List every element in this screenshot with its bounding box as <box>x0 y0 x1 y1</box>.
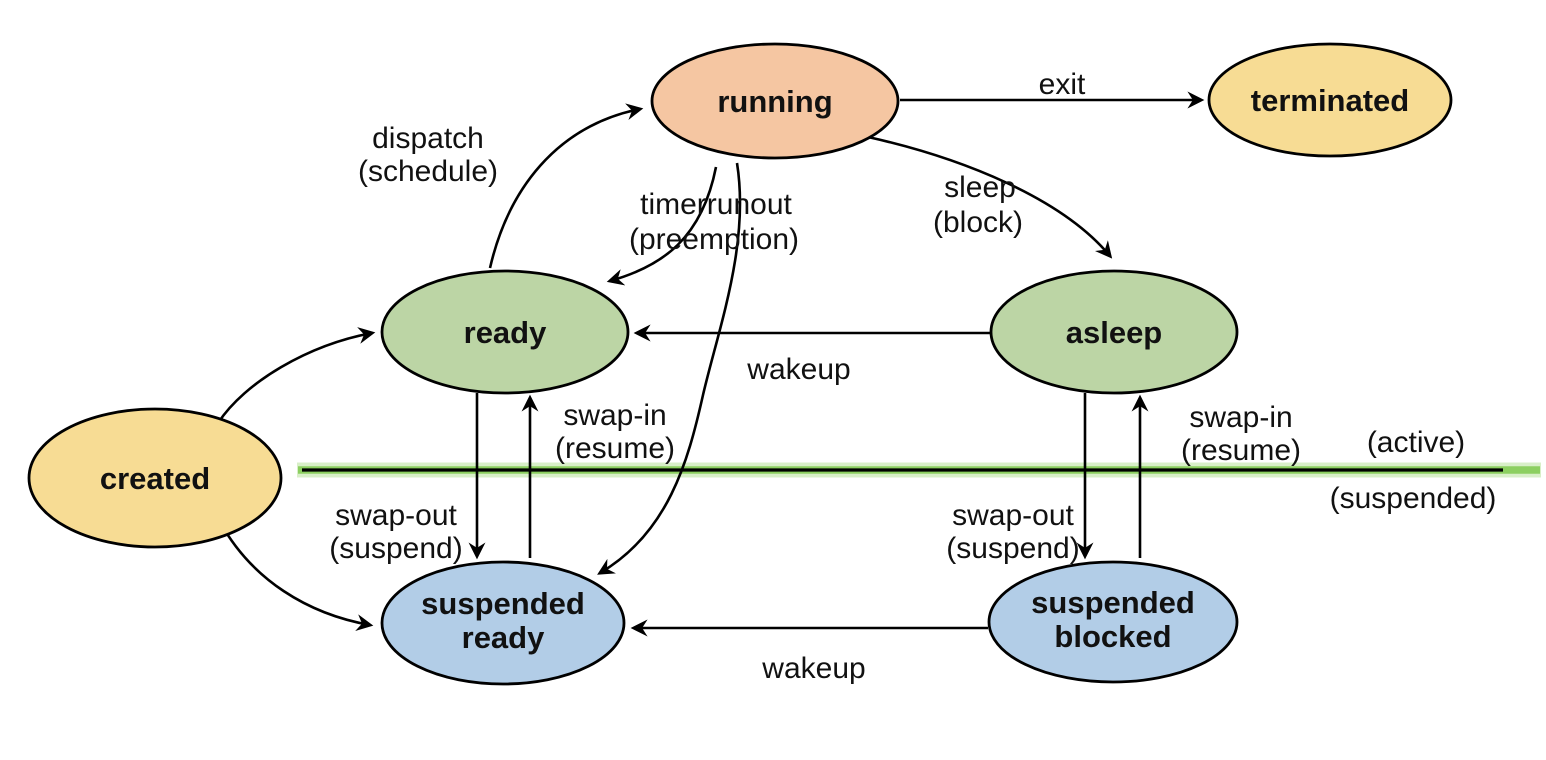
active-region-label: (active) <box>1367 426 1465 459</box>
ready-label: ready <box>464 315 547 350</box>
swap-out-left-label-line2: (suspend) <box>329 532 462 565</box>
sleep-label-line2: (block) <box>933 206 1023 239</box>
swap-in-right-label-line1: swap-in <box>1189 401 1292 434</box>
edge-created-to-suspended-ready <box>218 521 374 631</box>
label-dispatch: dispatch (schedule) <box>358 122 498 188</box>
state-suspended-blocked: suspended blocked <box>987 560 1239 684</box>
state-ready: ready <box>380 269 630 395</box>
dispatch-label-line1: dispatch <box>372 122 484 155</box>
label-swap-out-right: swap-out (suspend) <box>946 499 1079 565</box>
swap-out-left-label-line1: swap-out <box>335 499 457 532</box>
created-ellipse <box>27 407 283 549</box>
edge-suspend-running-to-suspended-ready <box>597 162 742 575</box>
sleep-label-line1: sleep <box>944 171 1016 204</box>
label-swap-out-left: swap-out (suspend) <box>329 499 462 565</box>
dispatch-label-line2: (schedule) <box>358 155 498 188</box>
label-sleep: sleep (block) <box>933 171 1023 239</box>
timerrunout-label-line1: timerrunout <box>640 188 792 221</box>
state-created: created <box>27 407 283 549</box>
label-swap-in-left: swap-in (resume) <box>555 399 675 465</box>
suspended-ready-ellipse <box>380 560 626 686</box>
edge-sleep-running-to-asleep <box>867 135 1113 259</box>
terminated-label: terminated <box>1251 83 1409 118</box>
suspended-blocked-label-line2: blocked <box>1054 619 1171 654</box>
edge-timerrunout-running-to-ready <box>606 166 718 286</box>
swap-in-left-label-line2: (resume) <box>555 432 675 465</box>
wakeup-mid-label: wakeup <box>746 353 850 386</box>
suspended-blocked-label-line1: suspended <box>1031 585 1195 620</box>
suspended-region-label: (suspended) <box>1330 482 1497 515</box>
timerrunout-label-line2: (preemption) <box>629 223 799 256</box>
wakeup-bottom-label: wakeup <box>761 652 865 685</box>
created-label: created <box>100 461 210 496</box>
asleep-label: asleep <box>1066 315 1163 350</box>
state-running: running <box>650 42 900 160</box>
swap-out-right-label-line1: swap-out <box>952 499 1074 532</box>
running-ellipse <box>650 42 900 160</box>
label-timerrunout: timerrunout (preemption) <box>629 188 799 256</box>
suspended-ready-label-line2: ready <box>462 620 545 655</box>
label-swap-in-right: swap-in (resume) <box>1181 401 1301 467</box>
state-suspended-ready: suspended ready <box>380 560 626 686</box>
ready-ellipse <box>380 269 630 395</box>
swap-out-right-label-line2: (suspend) <box>946 532 1079 565</box>
terminated-ellipse <box>1207 42 1453 158</box>
swap-in-right-label-line2: (resume) <box>1181 434 1301 467</box>
suspended-blocked-ellipse <box>987 560 1239 684</box>
exit-label: exit <box>1039 68 1086 101</box>
asleep-ellipse <box>989 269 1239 395</box>
running-label: running <box>717 84 832 119</box>
swap-in-left-label-line1: swap-in <box>563 399 666 432</box>
suspended-ready-label-line1: suspended <box>421 586 585 621</box>
state-asleep: asleep <box>989 269 1239 395</box>
edge-created-to-ready <box>216 327 376 424</box>
state-terminated: terminated <box>1207 42 1453 158</box>
edge-dispatch-ready-to-running <box>488 103 644 269</box>
